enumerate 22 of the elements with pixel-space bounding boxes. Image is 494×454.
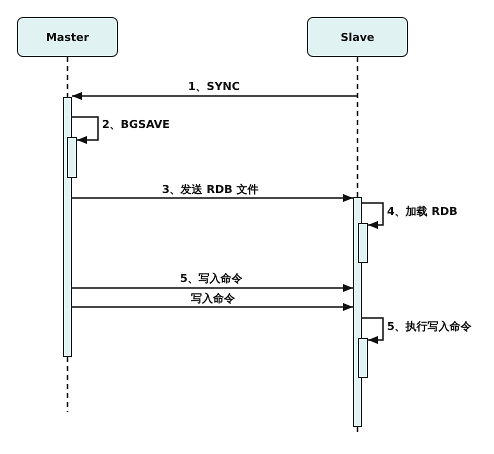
lifeline bbox=[66, 57, 68, 97]
message-arrow bbox=[72, 303, 353, 311]
edge-label: 写入命令 bbox=[190, 292, 236, 305]
edge-label: 5、写入命令 bbox=[179, 272, 244, 285]
message-arrow bbox=[72, 92, 358, 100]
edge-label: 3、发送 RDB 文件 bbox=[161, 183, 260, 196]
self-call-arrow bbox=[72, 116, 99, 144]
activation-bar bbox=[358, 223, 368, 263]
self-call-arrow bbox=[362, 317, 384, 344]
activation-bar bbox=[67, 137, 77, 178]
activation-bar bbox=[358, 338, 368, 378]
lifeline bbox=[356, 57, 358, 197]
participant-box: Master bbox=[17, 17, 118, 57]
participant-box: Slave bbox=[307, 17, 408, 57]
message-arrow bbox=[72, 284, 353, 292]
edge-label: 1、SYNC bbox=[187, 80, 241, 93]
edge-label: 5、执行写入命令 bbox=[386, 320, 473, 333]
activation-bar bbox=[63, 97, 72, 357]
edge-label: 2、BGSAVE bbox=[101, 118, 171, 131]
self-call-arrow bbox=[362, 202, 384, 229]
message-arrow bbox=[72, 194, 353, 202]
edge-label: 4、加载 RDB bbox=[386, 205, 458, 218]
